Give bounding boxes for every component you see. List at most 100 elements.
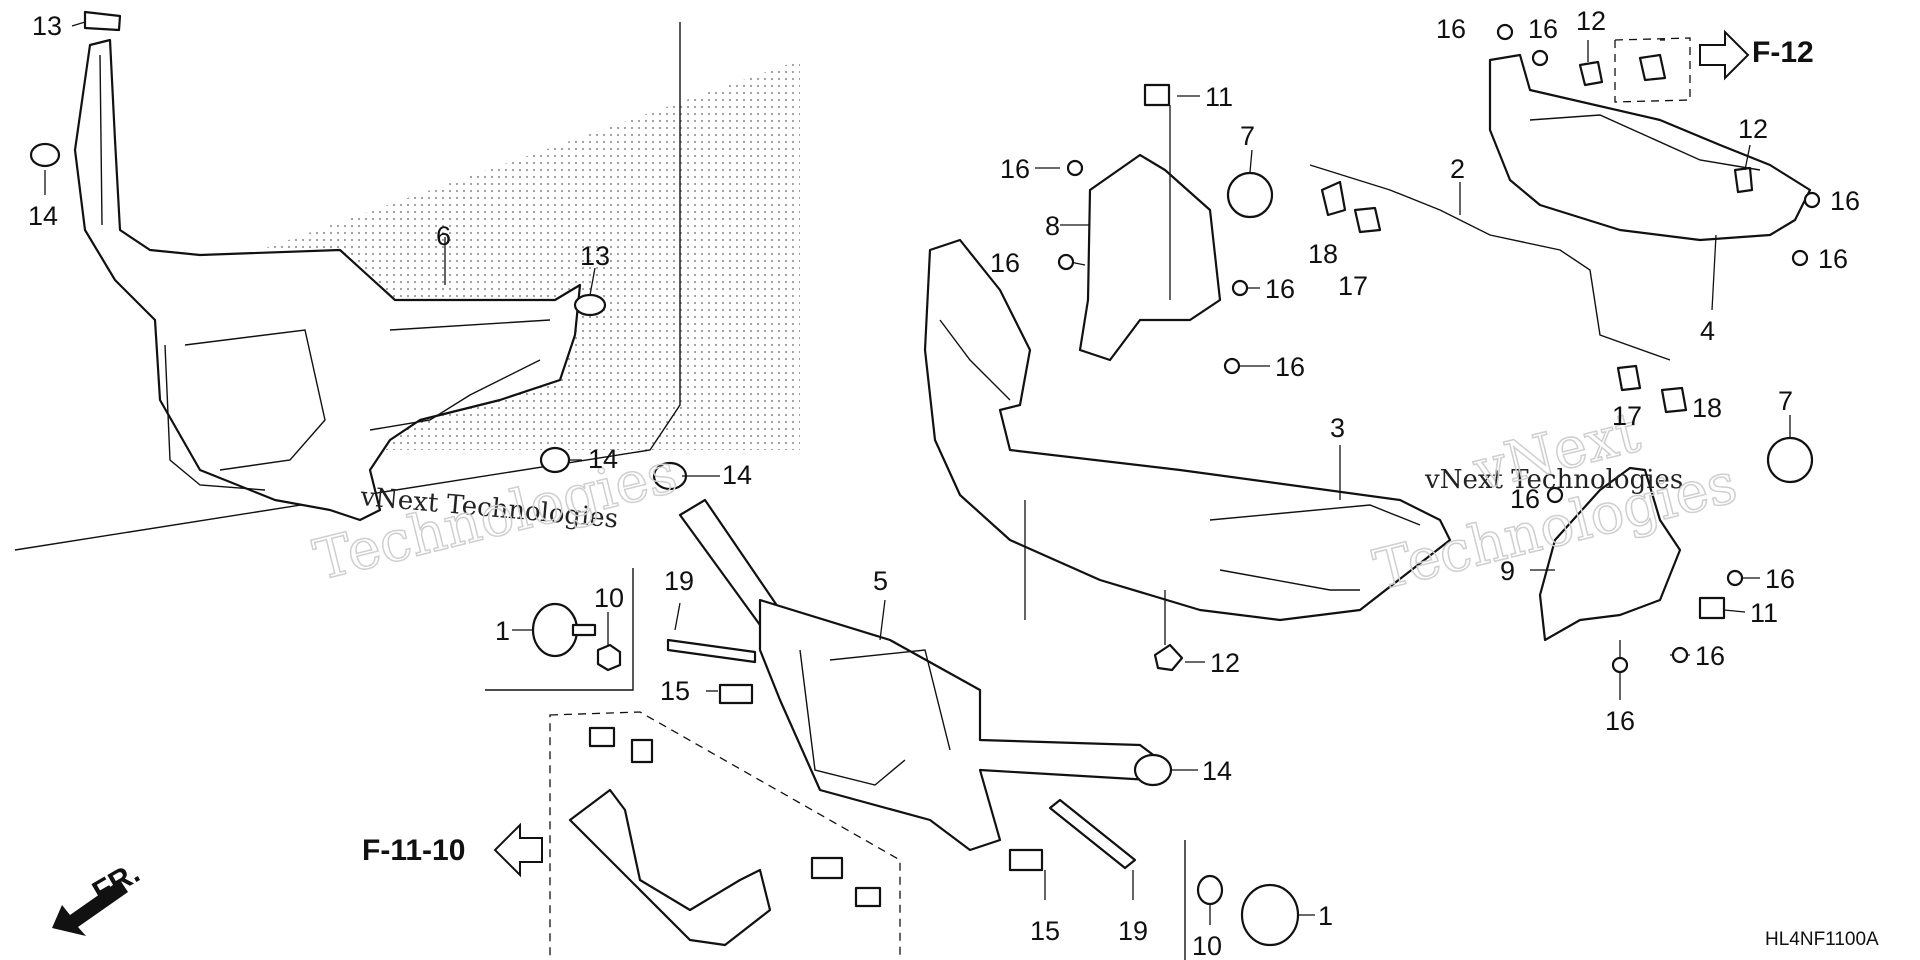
callout-7-top: 7 [1240, 121, 1255, 151]
bolt-in-dash-box [1638, 53, 1667, 82]
callout-7-right: 7 [1778, 386, 1793, 416]
cap-part-13-top [83, 10, 122, 32]
grommet-box-left [485, 568, 634, 691]
grommet-stem [571, 623, 597, 637]
callout-16-h: 16 [1818, 244, 1848, 274]
callout-16-e: 16 [1436, 14, 1466, 44]
screw-16-c [1231, 279, 1249, 297]
callout-19-left: 19 [664, 566, 694, 596]
nut-part-10-left [596, 643, 622, 672]
grille-group [1488, 37, 1812, 311]
front-direction-arrow-icon [52, 880, 128, 936]
grommet-part-1-left [531, 602, 579, 658]
screw-16-e [1496, 23, 1514, 41]
callout-11-top: 11 [1205, 82, 1233, 112]
callout-2: 2 [1450, 154, 1465, 184]
callout-3: 3 [1330, 413, 1345, 443]
callout-14-left: 14 [28, 201, 58, 231]
screw-16-d [1223, 357, 1241, 375]
callout-16-a: 16 [1000, 154, 1030, 184]
callout-17-top: 17 [1338, 271, 1368, 301]
callout-16-g: 16 [1830, 186, 1860, 216]
wire-harness [1309, 164, 1671, 361]
f1110-arrow-icon [493, 822, 543, 878]
grommet-part-14-box [539, 446, 571, 474]
callout-14-box: 14 [588, 444, 618, 474]
callout-14-pipe: 14 [1202, 756, 1232, 786]
front-fascia-group [923, 238, 1452, 672]
left-duct-group [1035, 83, 1274, 367]
bracket-plate [568, 788, 772, 947]
callout-5: 5 [873, 566, 888, 596]
screw-16-a [1066, 159, 1084, 177]
clip-part-11-top [1143, 83, 1171, 107]
clip-part-12-fascia [1153, 643, 1184, 672]
screw-16-b [1057, 253, 1075, 271]
frame-details [99, 54, 551, 491]
screw-16-l [1611, 656, 1629, 674]
clip-part-12-right [1733, 166, 1754, 194]
bolt-part-18-top [1320, 180, 1347, 217]
reference-f11-10: F-11-10 [362, 834, 465, 867]
bolt-part-19-left [666, 638, 757, 664]
callout-14-center: 14 [722, 460, 752, 490]
bolt-part-17-top [1353, 206, 1382, 234]
callout-16-k: 16 [1695, 641, 1725, 671]
bolt-part-19-right [1048, 798, 1137, 870]
screw-16-f [1531, 49, 1549, 67]
bracket-box-outline [549, 711, 901, 960]
callout-12-top: 12 [1576, 6, 1606, 36]
bolt-part-18-bottom [1660, 386, 1688, 414]
callout-18-bottom: 18 [1692, 393, 1722, 423]
callout-18-top: 18 [1308, 239, 1338, 269]
callout-10-left: 10 [594, 583, 624, 613]
screw-16-k [1671, 646, 1689, 664]
screws-part-16 [1057, 23, 1821, 674]
callout-6: 6 [436, 221, 451, 251]
callout-16-j: 16 [1765, 564, 1795, 594]
grommet-part-14-pipe [1133, 753, 1173, 787]
callout-16-l: 16 [1605, 706, 1635, 736]
callout-11-right: 11 [1750, 598, 1778, 628]
duct-part-9 [1538, 466, 1682, 642]
callout-16-d: 16 [1275, 352, 1305, 382]
watermark-text-right: vNext Technologies [1424, 465, 1683, 495]
clip-part-11-right [1698, 596, 1726, 620]
pipe-bumper-body [758, 598, 1162, 852]
callout-9: 9 [1500, 556, 1515, 586]
nut-part-10-right [1196, 874, 1224, 906]
bolt-part-15-right [1008, 848, 1044, 872]
callout-17-bottom: 17 [1612, 401, 1642, 431]
front-fascia [923, 238, 1452, 622]
screw-16-g [1803, 191, 1821, 209]
callout-4: 4 [1700, 316, 1715, 346]
duct-part-8 [1078, 153, 1222, 362]
bracket-bolt-right [854, 886, 882, 908]
grommet-box-outline [485, 568, 634, 691]
bracket-clip-top [630, 738, 654, 764]
bracket-clip-right [810, 856, 844, 880]
callout-15-right: 15 [1030, 916, 1060, 946]
pipe-bumper-details [799, 649, 951, 786]
bolt-part-15-left [718, 683, 754, 705]
reference-f12: F-12 [1752, 36, 1814, 69]
callout-12-fascia: 12 [1210, 648, 1240, 678]
grommet-part-1-right [1240, 883, 1300, 947]
bracket-box [549, 711, 901, 960]
pipe-bumper-group [652, 461, 1198, 900]
clip-part-12-top [1578, 60, 1604, 87]
callout-16-b: 16 [990, 248, 1020, 278]
fascia-details [939, 319, 1421, 591]
grille-details [1529, 114, 1761, 171]
callout-15-left: 15 [660, 676, 690, 706]
screw-16-i [1546, 486, 1564, 504]
diagram-code: HL4NF1100A [1765, 929, 1879, 950]
wire-harness-group [1309, 164, 1688, 414]
f12-arrow-icon [1699, 29, 1750, 81]
front-bumper-frame [73, 38, 582, 522]
callout-1-left: 1 [495, 616, 510, 646]
callout-13-top: 13 [32, 11, 62, 41]
screw-16-j [1726, 569, 1744, 587]
right-duct-group [1530, 415, 1814, 700]
